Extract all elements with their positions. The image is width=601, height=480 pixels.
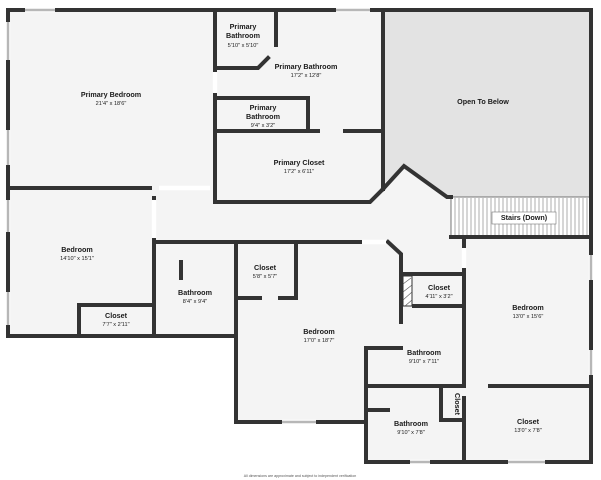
room-dims-primary-bathroom: 17'2" x 12'8" (291, 73, 322, 79)
room-dims-closet-left: 7'7" x 2'11" (102, 322, 129, 328)
room-label-primary-bathroom-2-1: Primary (250, 103, 277, 112)
room-label-bathroom-right-lower: Bathroom (394, 419, 428, 428)
room-label-primary-bathroom-small-1: Primary (230, 22, 257, 31)
room-label-primary-bathroom: Primary Bathroom (275, 62, 338, 71)
room-dims-closet-small-center: 5'8" x 5'7" (253, 274, 277, 280)
room-label-closet-bottom-right: Closet (517, 417, 540, 426)
room-label-bedroom-left: Bedroom (61, 245, 93, 254)
room-dims-primary-bathroom-small: 5'10" x 5'10" (228, 43, 259, 49)
room-dims-bathroom-mid: 8'4" x 9'4" (183, 299, 207, 305)
room-dims-bedroom-right: 13'0" x 15'6" (513, 314, 544, 320)
room-label-closet-left: Closet (105, 311, 128, 320)
room-label-primary-bedroom: Primary Bedroom (81, 90, 141, 99)
room-label-primary-bathroom-small-2: Bathroom (226, 31, 260, 40)
room-label-closet-small-center: Closet (254, 263, 277, 272)
room-label-primary-closet: Primary Closet (274, 158, 325, 167)
room-label-open-to-below: Open To Below (457, 97, 509, 106)
room-dims-closet-bottom-right: 13'0" x 7'8" (514, 428, 542, 434)
chimney-hatch (402, 275, 413, 307)
room-label-bathroom-mid: Bathroom (178, 288, 212, 297)
room-label-bathroom-right-upper: Bathroom (407, 348, 441, 357)
room-label-bedroom-right: Bedroom (512, 303, 544, 312)
walls (6, 8, 593, 464)
room-dims-bedroom-left: 14'10" x 15'1" (60, 256, 94, 262)
hatch-lines (402, 277, 413, 307)
room-dims-closet-right-small: 4'11" x 3'2" (425, 294, 452, 300)
room-label-closet-vertical: Closet (453, 393, 462, 416)
room-dims-bathroom-right-lower: 9'10" x 7'8" (397, 430, 425, 436)
windows (5, 7, 594, 465)
room-dims-primary-closet: 17'2" x 6'11" (284, 169, 314, 175)
room-dims-bathroom-right-upper: 9'10" x 7'11" (409, 359, 439, 365)
room-label-stairs: Stairs (Down) (501, 213, 548, 222)
stairs-label-bg (491, 211, 557, 225)
room-label-bedroom-center: Bedroom (303, 327, 335, 336)
room-dims-bedroom-center: 17'0" x 18'7" (304, 338, 335, 344)
room-dims-primary-bathroom-2: 9'4" x 3'2" (251, 123, 275, 129)
open-to-below-area (383, 10, 591, 197)
stairs (450, 196, 592, 238)
room-dims-primary-bedroom: 21'4" x 18'6" (96, 101, 127, 107)
room-label-primary-bathroom-2-2: Bathroom (246, 112, 280, 121)
disclaimer-text: All dimensions are approximate and subje… (244, 474, 356, 478)
room-label-closet-right-small: Closet (428, 283, 451, 292)
